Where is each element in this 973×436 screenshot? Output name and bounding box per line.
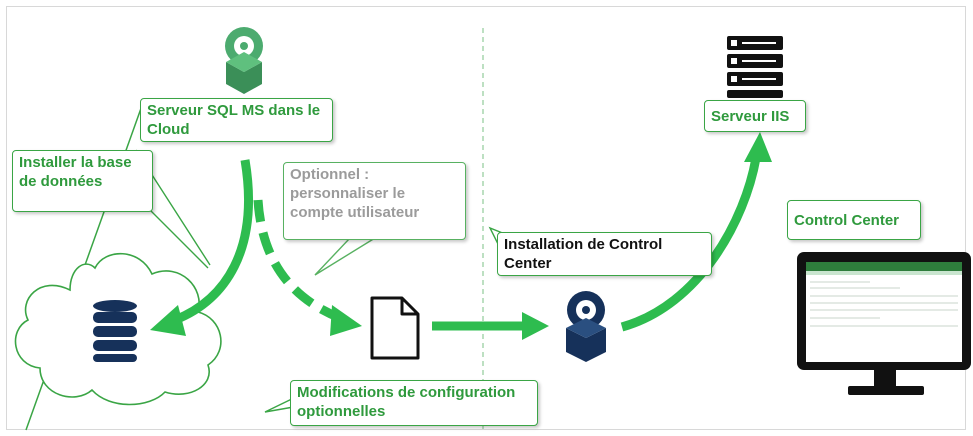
config-changes-text: Modifications de configuration optionnel… xyxy=(297,384,516,420)
optional-user-text: Optionnel : personnaliser le compte util… xyxy=(290,166,420,221)
install-db-text: Installer la base de données xyxy=(19,154,132,190)
optional-callout-pointer xyxy=(314,237,376,276)
database-stack-icon xyxy=(93,300,137,362)
document-icon xyxy=(370,296,420,360)
optional-user-label: Optionnel : personnaliser le compte util… xyxy=(283,162,466,240)
sql-server-label: Serveur SQL MS dans le Cloud xyxy=(140,98,333,142)
iis-server-text: Serveur IIS xyxy=(711,108,790,125)
diagram-frame xyxy=(6,6,966,430)
arrow-sql-to-database xyxy=(173,159,253,325)
arrow-install-to-iis-head xyxy=(744,132,772,162)
arrow-sql-to-config xyxy=(253,199,342,323)
arrow-install-to-iis xyxy=(620,157,761,332)
install-db-label: Installer la base de données xyxy=(12,150,153,212)
install-cc-text: Installation de Control Center xyxy=(504,236,663,272)
control-center-install-icon xyxy=(566,291,606,362)
arrow-sql-to-config-head xyxy=(330,305,362,336)
control-center-text: Control Center xyxy=(794,212,899,229)
config-changes-label: Modifications de configuration optionnel… xyxy=(290,380,538,426)
control-center-label: Control Center xyxy=(787,200,921,240)
sql-server-text: Serveur SQL MS dans le Cloud xyxy=(147,102,321,138)
database-lock-icon xyxy=(225,27,263,94)
install-cc-label: Installation de Control Center xyxy=(497,232,712,276)
iis-server-label: Serveur IIS xyxy=(704,100,806,132)
monitor-icon xyxy=(797,252,971,395)
arrow-doc-to-install-head xyxy=(522,312,549,340)
server-rack-icon xyxy=(727,36,783,98)
arrow-sql-to-database-head xyxy=(150,305,186,336)
